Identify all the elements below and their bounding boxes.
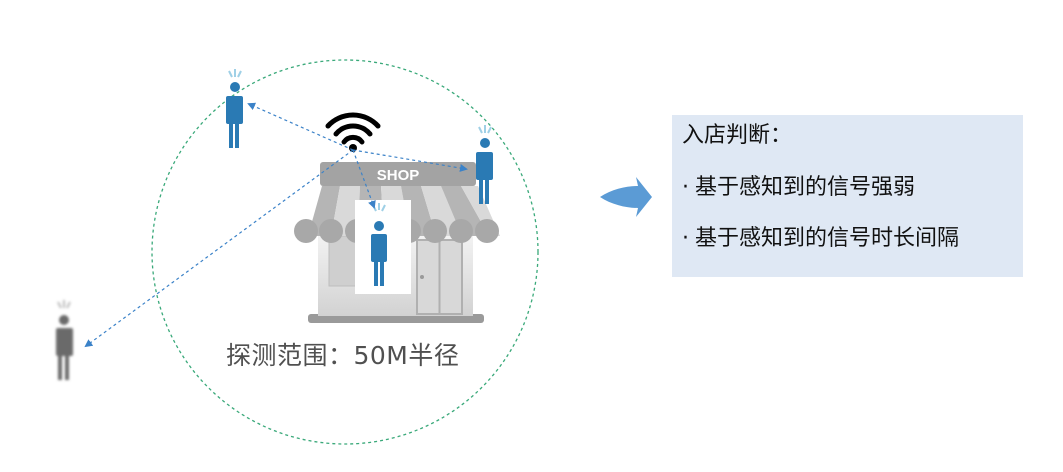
info-item: ·基于感知到的信号强弱 bbox=[682, 175, 1023, 201]
info-box: 入店判断： ·基于感知到的信号强弱 ·基于感知到的信号时长间隔 bbox=[672, 115, 1023, 277]
signal-lines bbox=[84, 102, 468, 348]
signal-line-outside bbox=[84, 149, 354, 348]
bullet: · bbox=[682, 175, 689, 200]
person-icon bbox=[476, 125, 493, 204]
info-item-text: 基于感知到的信号时长间隔 bbox=[695, 226, 960, 251]
signal-line-upper-left bbox=[247, 102, 354, 151]
person-icon bbox=[371, 203, 387, 286]
info-title: 入店判断： bbox=[682, 123, 793, 148]
shop-icon: SHOP bbox=[294, 162, 500, 323]
detection-range-circle bbox=[151, 59, 539, 445]
info-item: ·基于感知到的信号时长间隔 bbox=[682, 226, 1023, 252]
info-item-text: 基于感知到的信号强弱 bbox=[695, 175, 916, 200]
detection-range-label: 探测范围：50M半径 bbox=[226, 341, 460, 370]
signal-line-right bbox=[352, 149, 468, 172]
shop-sign-text: SHOP bbox=[377, 167, 420, 184]
bullet: · bbox=[682, 226, 689, 251]
person-icon bbox=[56, 300, 73, 380]
wifi-icon bbox=[325, 112, 381, 145]
person-icon bbox=[226, 69, 243, 148]
right-arrow-icon bbox=[600, 177, 652, 217]
signal-line-inside bbox=[352, 149, 376, 209]
